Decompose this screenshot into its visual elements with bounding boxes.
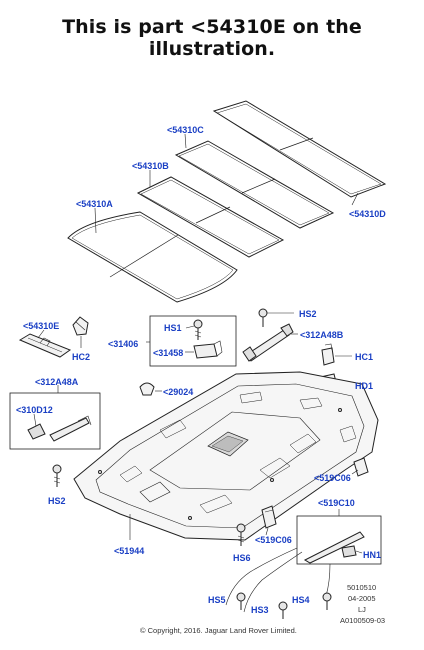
screw-HS1: [193, 319, 203, 340]
clip-HC1: [321, 343, 352, 366]
part-54310E: [18, 329, 72, 358]
label-54310A[interactable]: <54310A: [76, 199, 113, 209]
panel-54310A: [67, 211, 238, 303]
label-31458[interactable]: <31458: [153, 348, 184, 358]
clip-29024: [139, 382, 162, 396]
drawing-initials: LJ: [358, 605, 366, 614]
page-heading: This is part <54310E on the illustration…: [62, 16, 362, 60]
panel-54310C: [174, 140, 335, 229]
label-519C06-mid[interactable]: <519C06: [255, 535, 292, 545]
label-HS2-top[interactable]: HS2: [299, 309, 317, 319]
label-51944[interactable]: <51944: [114, 546, 145, 556]
panel-54310B: [136, 176, 285, 258]
label-54310E[interactable]: <54310E: [23, 321, 60, 331]
screw-HS3: [278, 601, 288, 619]
trim-519C10: [303, 531, 365, 564]
label-HS3[interactable]: HS3: [251, 605, 269, 615]
label-HC2[interactable]: HC2: [72, 352, 91, 362]
label-310D12[interactable]: <310D12: [16, 405, 53, 415]
label-312A48A[interactable]: <312A48A: [35, 377, 79, 387]
clip-519C06-right: [351, 457, 369, 477]
label-312A48B[interactable]: <312A48B: [300, 330, 344, 340]
screw-HS4: [322, 592, 332, 610]
screw-HS5: [236, 592, 246, 610]
label-HS5[interactable]: HS5: [208, 595, 226, 605]
cover-31458: [193, 340, 223, 359]
copyright-notice: © Copyright, 2016. Jaguar Land Rover Lim…: [140, 626, 297, 635]
screw-HS2-top: [258, 308, 294, 327]
clip-519C06-mid: [261, 505, 277, 536]
screw-HS2-left: [52, 464, 62, 487]
drawing-number: 5010510: [347, 583, 377, 592]
label-54310D[interactable]: <54310D: [349, 209, 386, 219]
label-54310B[interactable]: <54310B: [132, 161, 169, 171]
drawing-reference: A0100509-03: [340, 616, 386, 625]
label-54310C[interactable]: <54310C: [167, 125, 204, 135]
clip-HC2: [72, 316, 89, 348]
panel-54310D: [212, 100, 387, 198]
grab-handle-312A48A: [27, 413, 92, 442]
label-HS4[interactable]: HS4: [292, 595, 310, 605]
label-HD1[interactable]: HD1: [355, 381, 374, 391]
drawing-date: 04-2005: [348, 594, 376, 603]
grab-handle-312A48B: [242, 323, 298, 362]
label-HS2-left[interactable]: HS2: [48, 496, 66, 506]
label-HN1[interactable]: HN1: [363, 550, 382, 560]
label-519C10[interactable]: <519C10: [318, 498, 355, 508]
headliner-51944: [73, 371, 379, 541]
label-29024[interactable]: <29024: [163, 387, 194, 397]
label-HS6[interactable]: HS6: [233, 553, 251, 563]
label-HC1[interactable]: HC1: [355, 352, 374, 362]
screw-HS6: [236, 523, 246, 546]
label-HS1[interactable]: HS1: [164, 323, 182, 333]
label-31406[interactable]: <31406: [108, 339, 139, 349]
label-519C06-right[interactable]: <519C06: [314, 473, 351, 483]
